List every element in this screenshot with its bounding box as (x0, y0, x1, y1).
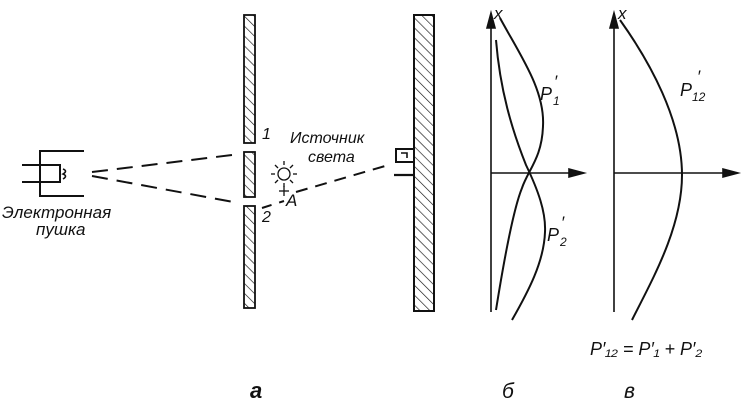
p12-label-base: P (680, 80, 692, 100)
slit-screen (243, 14, 256, 309)
panel-v-caption: в (624, 380, 635, 403)
curve-p2 (495, 39, 547, 321)
axis-x-label-b: x (493, 4, 503, 23)
p1-label-prime: ′ (554, 72, 558, 91)
panel-b-caption: б (502, 380, 515, 403)
slit-1-label: 1 (262, 126, 271, 143)
p2-label-base: P (547, 225, 559, 245)
electron-gun (22, 150, 84, 197)
detector-wall (413, 14, 435, 312)
curve-p1 (495, 17, 545, 311)
light-source-icon (271, 161, 297, 196)
p2-label-sub: 2 (559, 235, 567, 249)
slit-2-label: 2 (261, 209, 271, 226)
p1-label-sub: 1 (553, 94, 560, 108)
p12-label-prime: ′ (697, 67, 701, 86)
gun-label-line1: Электронная (2, 203, 111, 222)
axes-v (608, 9, 742, 312)
p12-label-sub: 12 (692, 90, 706, 104)
p1-label-base: P (540, 84, 552, 104)
p2-label-prime: ′ (561, 213, 565, 232)
curve-p12 (619, 19, 684, 321)
formula: P′₁₂ = P′₁ + P′₂ (590, 339, 702, 359)
detector-icon (395, 148, 414, 163)
axis-x-label-v: x (617, 4, 627, 23)
electron-paths (91, 154, 393, 209)
panel-a-caption: а (250, 378, 262, 403)
gun-label-line2: пушка (36, 220, 85, 239)
light-source-label-line2: света (308, 149, 355, 166)
point-a-label: A (285, 191, 297, 210)
light-source-label-line1: Источник (290, 130, 366, 147)
axes-b (485, 9, 588, 312)
